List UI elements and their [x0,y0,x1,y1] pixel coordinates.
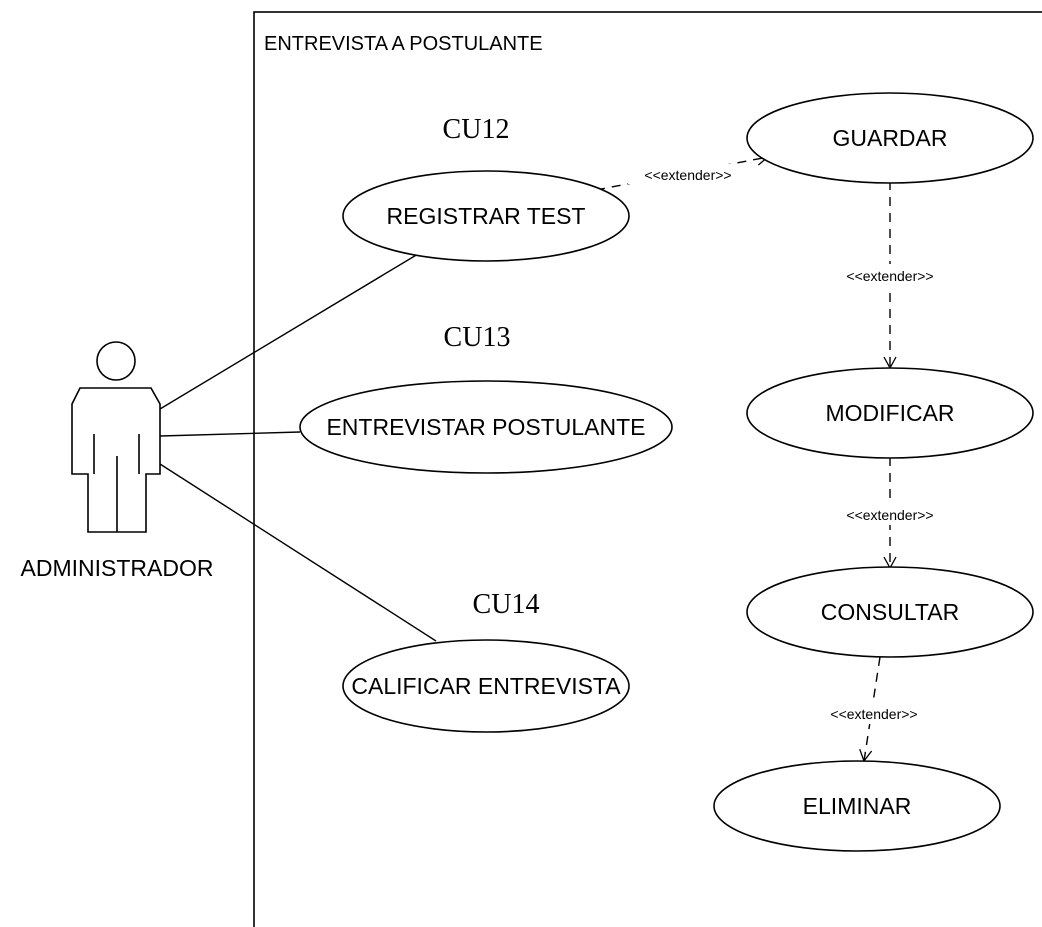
use-case-label-modificar: MODIFICAR [825,400,954,426]
extend-label-2: <<extender>> [846,268,933,284]
actor-label: ADMINISTRADOR [21,555,214,581]
extend-label-3: <<extender>> [846,507,933,523]
use-case-label-calificar-entrevista: CALIFICAR ENTREVISTA [351,673,621,699]
system-boundary [253,11,1042,927]
use-case-label-consultar: CONSULTAR [821,599,959,625]
use-case-guardar[interactable] [746,92,1034,184]
use-case-consultar[interactable] [746,566,1034,658]
use-case-eliminar[interactable] [713,760,1001,852]
association-calificar-entrevista [159,463,437,642]
association-registrar-test [159,253,419,410]
actor-figure[interactable] [71,341,161,533]
use-case-modificar[interactable] [746,367,1034,459]
extend-label-1: <<extender>> [644,167,731,183]
use-case-entrevistar-postulante[interactable] [299,380,673,474]
actor-body [71,387,161,533]
use-case-id-cu12: CU12 [443,114,510,145]
actor-head [96,341,136,381]
association-entrevistar-postulante [159,431,301,437]
use-case-calificar-entrevista[interactable] [342,639,630,733]
use-case-label-registrar-test: REGISTRAR TEST [387,203,586,229]
use-case-label-eliminar: ELIMINAR [803,793,912,819]
use-case-label-entrevistar-postulante: ENTREVISTAR POSTULANTE [326,414,645,440]
use-case-registrar-test[interactable] [342,170,630,262]
system-title: ENTREVISTA A POSTULANTE [264,33,543,55]
use-case-label-guardar: GUARDAR [832,125,947,151]
use-case-id-cu14: CU14 [473,589,540,620]
use-case-id-cu13: CU13 [444,322,511,353]
extend-label-4: <<extender>> [830,706,917,722]
